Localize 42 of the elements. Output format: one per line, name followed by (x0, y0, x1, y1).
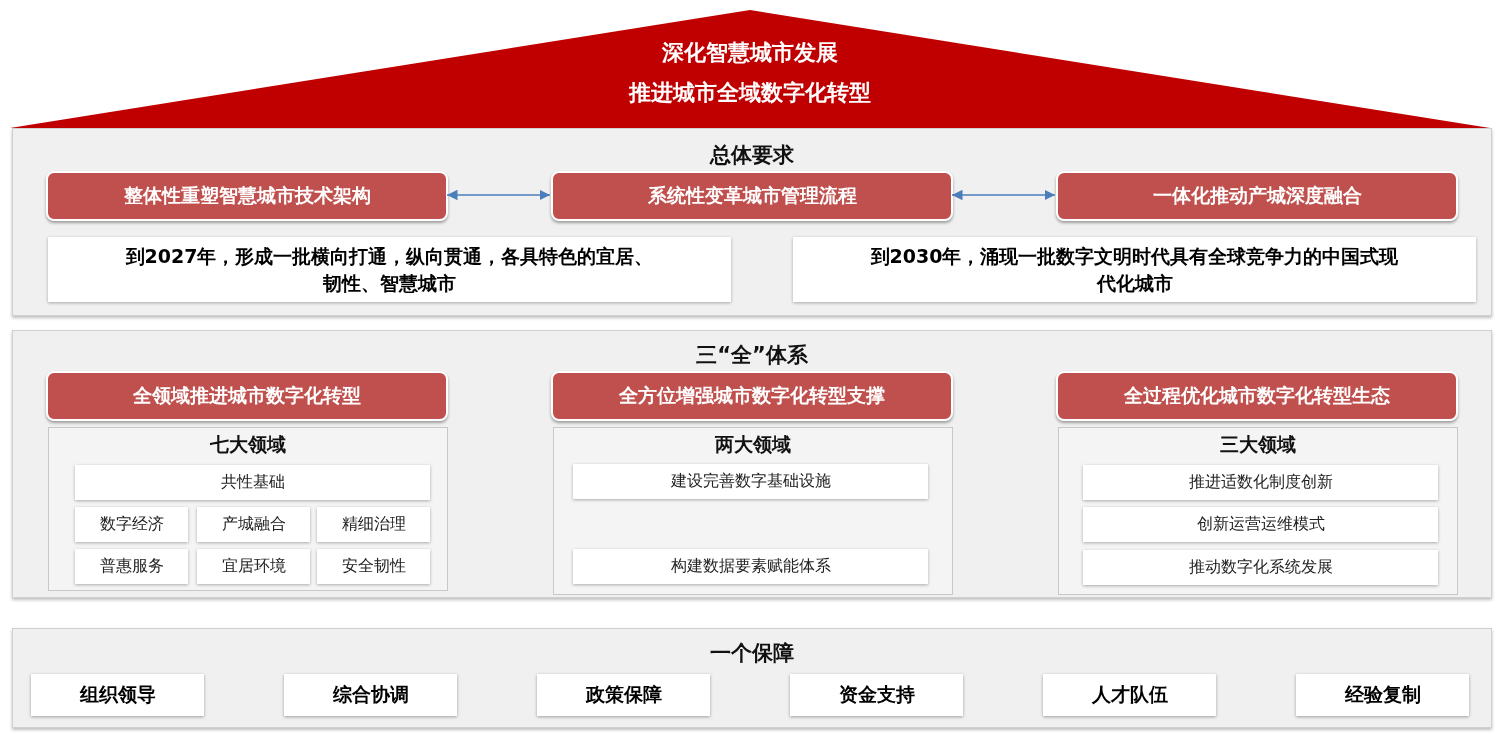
double-arrow (951, 189, 1056, 201)
guarantee-box: 组织领导 (31, 674, 204, 716)
sub-panel (48, 427, 448, 591)
section-panel (12, 128, 1492, 316)
guarantee-box: 资金支持 (790, 674, 963, 716)
section-title: 总体要求 (708, 142, 795, 169)
item-box: 精细治理 (317, 507, 430, 542)
double-arrow (446, 189, 551, 201)
section-panel (12, 628, 1492, 728)
guarantee-box: 政策保障 (537, 674, 710, 716)
guarantee-box: 综合协调 (284, 674, 457, 716)
item-box: 构建数据要素赋能体系 (573, 549, 928, 584)
item-box: 创新运营运维模式 (1083, 507, 1438, 542)
item-box: 宜居环境 (197, 549, 310, 584)
roof-title: 深化智慧城市发展 (661, 39, 839, 67)
heading-banner: 全方位增强城市数字化转型支撑 (551, 371, 953, 421)
section-title: 三“全”体系 (695, 342, 809, 369)
heading-banner: 全过程优化城市数字化转型生态 (1056, 371, 1458, 421)
heading-banner: 一体化推动产城深度融合 (1056, 171, 1458, 221)
guarantee-box: 人才队伍 (1043, 674, 1216, 716)
sub-panel (1058, 427, 1458, 595)
guarantee-box: 经验复制 (1296, 674, 1469, 716)
panel-title: 三大领域 (1219, 432, 1297, 457)
heading-banner: 整体性重塑智慧城市技术架构 (46, 171, 448, 221)
item-box: 共性基础 (75, 465, 430, 500)
item-box: 推进适数化制度创新 (1083, 465, 1438, 500)
roof-title: 推进城市全域数字化转型 (627, 79, 872, 107)
sub-panel (553, 427, 953, 595)
goal-box: 到2027年，形成一批横向打通，纵向贯通，各具特色的宜居、韧性、智慧城市 (48, 237, 731, 302)
section-title: 一个保障 (709, 640, 795, 667)
heading-banner: 全领域推进城市数字化转型 (46, 371, 448, 421)
panel-title: 两大领域 (714, 432, 792, 457)
goal-box: 到2030年，涌现一批数字文明时代具有全球竞争力的中国式现代化城市 (793, 237, 1476, 302)
item-box: 普惠服务 (75, 549, 188, 584)
heading-banner: 系统性变革城市管理流程 (551, 171, 953, 221)
item-box: 推动数字化系统发展 (1083, 550, 1438, 585)
panel-title: 七大领域 (209, 432, 287, 457)
item-box: 产城融合 (197, 507, 310, 542)
item-box: 数字经济 (75, 507, 188, 542)
item-box: 建设完善数字基础设施 (573, 464, 928, 499)
section-panel (12, 330, 1492, 598)
item-box: 安全韧性 (317, 549, 430, 584)
